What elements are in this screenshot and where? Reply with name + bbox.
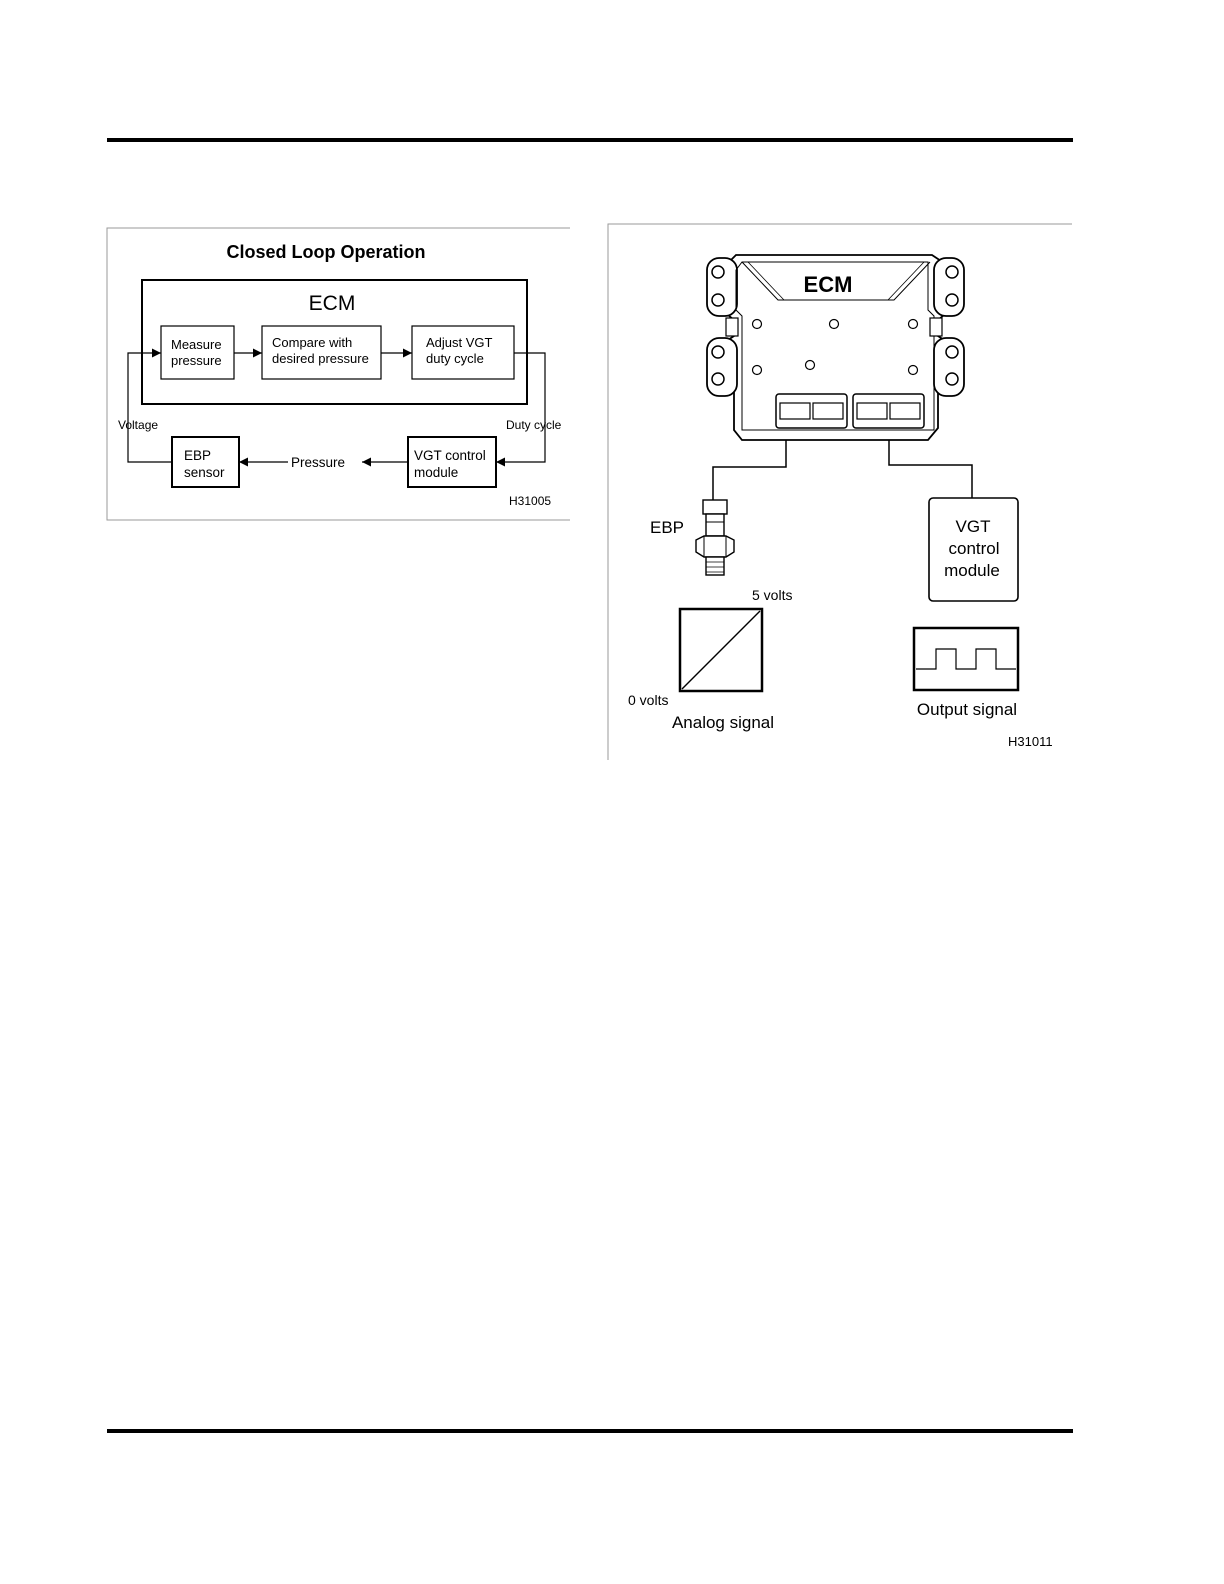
vgt-module-line2: control — [948, 539, 999, 558]
closed-loop-frame — [107, 228, 570, 520]
compare-label-line2: desired pressure — [272, 351, 369, 366]
closed-loop-figure: Closed Loop Operation ECM Measure pressu… — [107, 228, 570, 520]
voltage-line — [128, 353, 172, 462]
vgt-module-line3: module — [944, 561, 1000, 580]
ecm-wiring-figure-id: H31011 — [1008, 734, 1053, 749]
ecm-wiring-figure: ECM — [608, 224, 1072, 760]
vgt-wire — [889, 440, 972, 498]
ecm-housing: ECM — [707, 255, 964, 440]
voltage-label: Voltage — [118, 418, 158, 432]
measure-label-line1: Measure — [171, 337, 222, 352]
measure-label-line2: pressure — [171, 353, 222, 368]
vgt-label-line1: VGT control — [414, 448, 486, 463]
compare-label-line1: Compare with — [272, 335, 352, 350]
output-signal-box — [914, 628, 1018, 690]
vgt-module-line1: VGT — [956, 517, 991, 536]
vgt-label-line2: module — [414, 465, 458, 480]
ecm-block-label: ECM — [309, 292, 356, 315]
duty-cycle-label: Duty cycle — [506, 418, 562, 432]
ebp-label-line1: EBP — [184, 448, 211, 463]
adjust-label-line1: Adjust VGT — [426, 335, 493, 350]
duty-cycle-line — [496, 353, 545, 462]
ecm-housing-label: ECM — [804, 272, 853, 297]
ecm-connector-right — [853, 394, 924, 428]
ebp-wire — [713, 440, 786, 500]
closed-loop-figure-id: H31005 — [509, 494, 551, 508]
ecm-connector-left — [776, 394, 847, 428]
five-volts-label: 5 volts — [752, 587, 792, 603]
adjust-label-line2: duty cycle — [426, 351, 484, 366]
output-signal-label: Output signal — [917, 700, 1017, 719]
closed-loop-title: Closed Loop Operation — [226, 242, 425, 262]
ebp-label: EBP — [650, 518, 684, 537]
analog-signal-label: Analog signal — [672, 713, 774, 732]
ebp-label-line2: sensor — [184, 465, 225, 480]
zero-volts-label: 0 volts — [628, 692, 668, 708]
pressure-label: Pressure — [291, 455, 345, 470]
ebp-sensor-drawing — [696, 500, 734, 575]
